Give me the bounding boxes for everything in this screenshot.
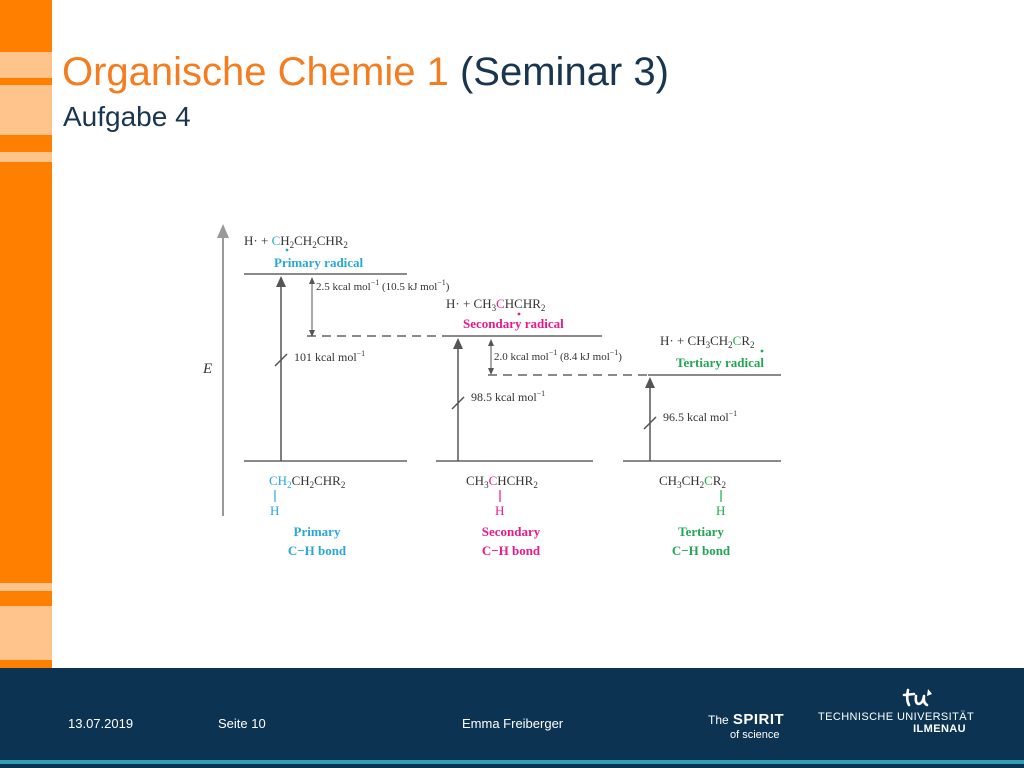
logo-tu-line-1: TECHNISCHE UNIVERSITÄT <box>818 711 975 723</box>
gap-2-arrowhead-down <box>488 368 494 375</box>
accent-stripe <box>0 583 52 591</box>
secondary-bond-label-2: C−H bond <box>482 543 541 558</box>
logo-the: The <box>708 713 729 727</box>
spirit-of-science-logo: The SPIRIT of science <box>708 711 785 741</box>
secondary-bond-label-1: Secondary <box>482 524 541 539</box>
accent-stripe <box>0 606 52 660</box>
logo-spirit-word: SPIRIT <box>732 711 785 728</box>
footer-accent-line <box>0 760 1024 764</box>
energy-diagram: E H· + CH2CH2CHR2 Primary radical 2.5 kc… <box>190 218 790 568</box>
tertiary-bde-label: 96.5 kcal mol−1 <box>663 409 737 424</box>
tertiary-break-mark <box>643 381 657 430</box>
left-accent-bar <box>0 0 52 668</box>
logo-tu-line-2: ILMENAU <box>913 723 966 735</box>
secondary-bond-h: H <box>495 503 504 518</box>
gap-1-arrowhead-down <box>309 330 315 337</box>
radical-dot <box>517 312 521 316</box>
gap-2-arrowhead-up <box>488 339 494 346</box>
accent-stripe <box>0 85 52 135</box>
primary-bond-label-1: Primary <box>294 524 341 539</box>
footer-page-number: Seite 10 <box>218 716 266 731</box>
energy-axis-arrowhead <box>217 224 229 238</box>
secondary-radical-label: Secondary radical <box>463 316 564 331</box>
accent-stripe <box>0 52 52 78</box>
primary-bond-label-2: C−H bond <box>288 543 347 558</box>
tertiary-bond-h: H <box>716 503 725 518</box>
footer-author: Emma Freiberger <box>462 716 564 731</box>
accent-stripe <box>0 152 52 162</box>
primary-bond-formula: CH2CH2CHR2 <box>269 473 345 490</box>
gap-1-arrowhead-up <box>309 277 315 284</box>
primary-bond-h: H <box>270 503 279 518</box>
tertiary-bde-arrowhead <box>645 377 655 388</box>
energy-axis-label: E <box>202 361 212 377</box>
primary-bde-label: 101 kcal mol−1 <box>294 349 365 364</box>
energy-diagram-svg: E H· + CH2CH2CHR2 Primary radical 2.5 kc… <box>202 224 781 558</box>
secondary-radical-formula: H· + CH3CHCHR2 <box>446 296 545 313</box>
tertiary-bond-label-2: C−H bond <box>672 543 731 558</box>
tertiary-radical-formula: H· + CH3CH2CR2 <box>660 333 755 350</box>
primary-radical-label: Primary radical <box>274 255 364 270</box>
primary-bde-arrowhead <box>276 276 286 287</box>
secondary-bond-formula: CH3CHCHR2 <box>466 473 538 490</box>
primary-break-mark <box>274 280 288 367</box>
radical-dot <box>760 349 764 353</box>
gap-1-label: 2.5 kcal mol−1 (10.5 kJ mol−1) <box>316 278 450 293</box>
logo-science: of science <box>730 729 780 741</box>
tu-ilmenau-logo: TECHNISCHE UNIVERSITÄT ILMENAU <box>818 711 975 735</box>
radical-dot <box>285 248 289 252</box>
tu-ilmenau-mark-icon <box>902 686 936 715</box>
slide-subtitle: Aufgabe 4 <box>63 101 191 132</box>
secondary-bde-label: 98.5 kcal mol−1 <box>471 389 545 404</box>
title-main: Organische Chemie 1 <box>62 50 449 94</box>
secondary-bde-arrowhead <box>453 338 463 349</box>
secondary-break-mark <box>451 342 465 410</box>
tertiary-bond-label-1: Tertiary <box>678 524 724 539</box>
primary-radical-formula: H· + CH2CH2CHR2 <box>244 233 348 250</box>
slide-title: Organische Chemie 1 (Seminar 3) <box>62 48 669 96</box>
footer-bar <box>0 668 1024 768</box>
tertiary-bond-formula: CH3CH2CR2 <box>659 473 726 490</box>
gap-2-label: 2.0 kcal mol−1 (8.4 kJ mol−1) <box>494 348 622 363</box>
title-sub: (Seminar 3) <box>459 50 669 94</box>
footer-date: 13.07.2019 <box>68 716 134 731</box>
tertiary-radical-label: Tertiary radical <box>676 355 764 370</box>
